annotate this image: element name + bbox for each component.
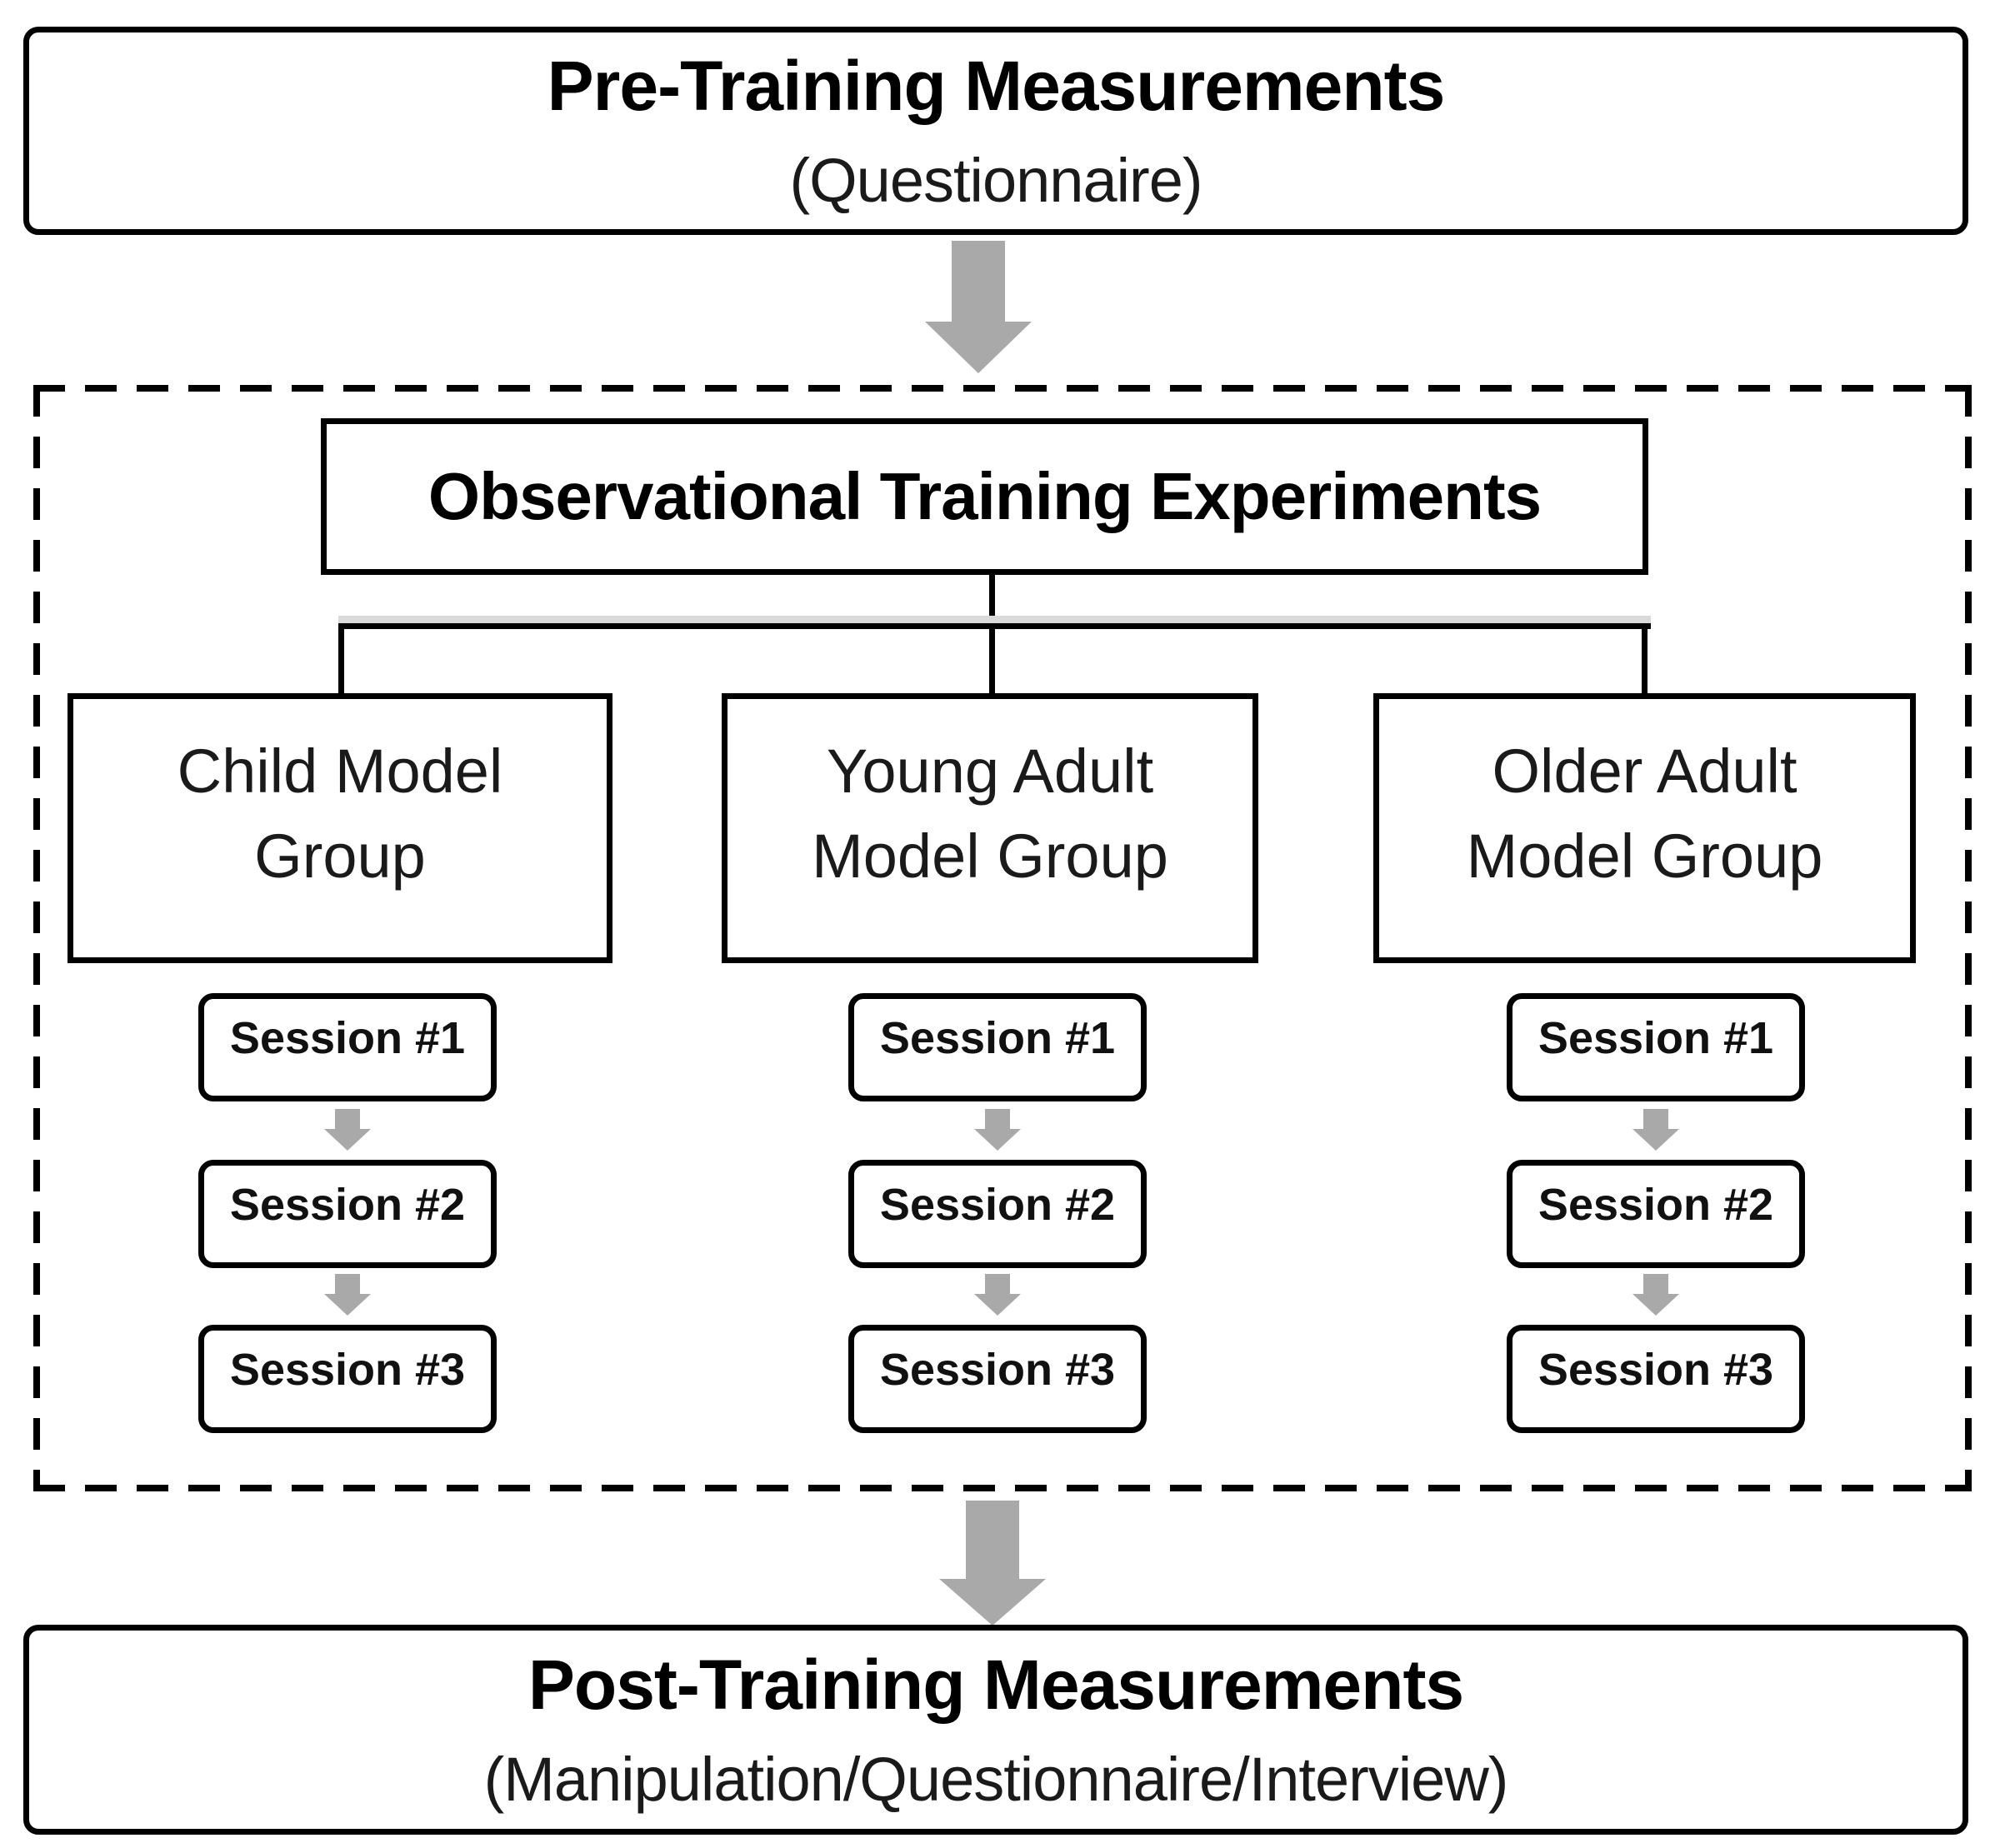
dashed-border-left xyxy=(33,385,40,1491)
connector-drop-older-adult xyxy=(1642,623,1648,693)
dashed-border-bottom xyxy=(33,1485,1972,1491)
session-label: Session #3 xyxy=(1538,1345,1774,1395)
child-model-group-box: Child Model Group xyxy=(68,693,612,963)
session-label: Session #2 xyxy=(879,1180,1116,1230)
down-arrow-icon xyxy=(974,1109,1021,1151)
down-arrow-icon xyxy=(939,1501,1046,1626)
down-arrow-shaft xyxy=(335,1109,360,1129)
session-label: Session #3 xyxy=(879,1345,1116,1395)
child-session-2-box: Session #2 xyxy=(198,1160,497,1268)
session-label: Session #1 xyxy=(1538,1013,1774,1063)
post-training-box: Post-Training Measurements (Manipulation… xyxy=(23,1625,1968,1835)
older-adult-model-group-box: Older Adult Model Group xyxy=(1373,693,1916,963)
young-adult-session-2-box: Session #2 xyxy=(848,1160,1147,1268)
down-arrow-shaft xyxy=(1643,1109,1668,1129)
connector-stub xyxy=(989,575,995,623)
dashed-border-top xyxy=(33,385,1972,392)
observational-training-title: Observational Training Experiments xyxy=(428,459,1542,533)
older-adult-group-label-line1: Older Adult xyxy=(1492,737,1798,806)
down-arrow-icon xyxy=(1632,1274,1679,1316)
post-training-title: Post-Training Measurements xyxy=(528,1646,1464,1725)
child-model-group-label-line2: Group xyxy=(254,822,426,892)
pre-training-subtitle: (Questionnaire) xyxy=(789,145,1202,215)
down-arrow-shaft xyxy=(335,1274,360,1294)
child-session-3-box: Session #3 xyxy=(198,1325,497,1433)
session-label: Session #1 xyxy=(879,1013,1116,1063)
child-session-1-box: Session #1 xyxy=(198,993,497,1101)
down-arrow-icon xyxy=(324,1109,371,1151)
observational-training-box: Observational Training Experiments xyxy=(321,418,1648,575)
down-arrow-shaft xyxy=(966,1501,1019,1579)
down-arrow-head xyxy=(974,1129,1021,1151)
down-arrow-head xyxy=(1632,1129,1679,1151)
older-adult-group-label-line2: Model Group xyxy=(1466,822,1823,892)
down-arrow-icon xyxy=(1632,1109,1679,1151)
session-label: Session #1 xyxy=(229,1013,466,1063)
child-model-group-label-line1: Child Model xyxy=(177,737,503,806)
down-arrow-icon xyxy=(925,241,1032,374)
down-arrow-head xyxy=(324,1129,371,1151)
down-arrow-head xyxy=(939,1579,1046,1626)
down-arrow-head xyxy=(925,322,1032,373)
down-arrow-shaft xyxy=(985,1274,1010,1294)
dashed-border-right xyxy=(1965,385,1972,1491)
older-adult-session-1-box: Session #1 xyxy=(1507,993,1805,1101)
young-adult-session-1-box: Session #1 xyxy=(848,993,1147,1101)
older-adult-session-2-box: Session #2 xyxy=(1507,1160,1805,1268)
pre-training-title: Pre-Training Measurements xyxy=(547,47,1446,126)
session-label: Session #3 xyxy=(229,1345,466,1395)
session-label: Session #2 xyxy=(1538,1180,1774,1230)
down-arrow-shaft xyxy=(1643,1274,1668,1294)
connector-bar-shadow xyxy=(338,616,1651,623)
post-training-subtitle: (Manipulation/Questionnaire/Interview) xyxy=(483,1744,1509,1814)
young-adult-group-label-line1: Young Adult xyxy=(826,737,1154,806)
down-arrow-head xyxy=(974,1294,1021,1316)
down-arrow-icon xyxy=(974,1274,1021,1316)
down-arrow-shaft xyxy=(985,1109,1010,1129)
training-phase-container xyxy=(33,385,1972,1491)
session-label: Session #2 xyxy=(229,1180,466,1230)
down-arrow-head xyxy=(324,1294,371,1316)
young-adult-session-3-box: Session #3 xyxy=(848,1325,1147,1433)
young-adult-group-label-line2: Model Group xyxy=(812,822,1168,892)
young-adult-model-group-box: Young Adult Model Group xyxy=(722,693,1258,963)
older-adult-session-3-box: Session #3 xyxy=(1507,1325,1805,1433)
down-arrow-icon xyxy=(324,1274,371,1316)
connector-drop-child xyxy=(338,623,344,693)
down-arrow-head xyxy=(1632,1294,1679,1316)
connector-drop-young-adult xyxy=(989,623,995,693)
down-arrow-shaft xyxy=(952,241,1005,322)
pre-training-box: Pre-Training Measurements (Questionnaire… xyxy=(23,27,1968,235)
